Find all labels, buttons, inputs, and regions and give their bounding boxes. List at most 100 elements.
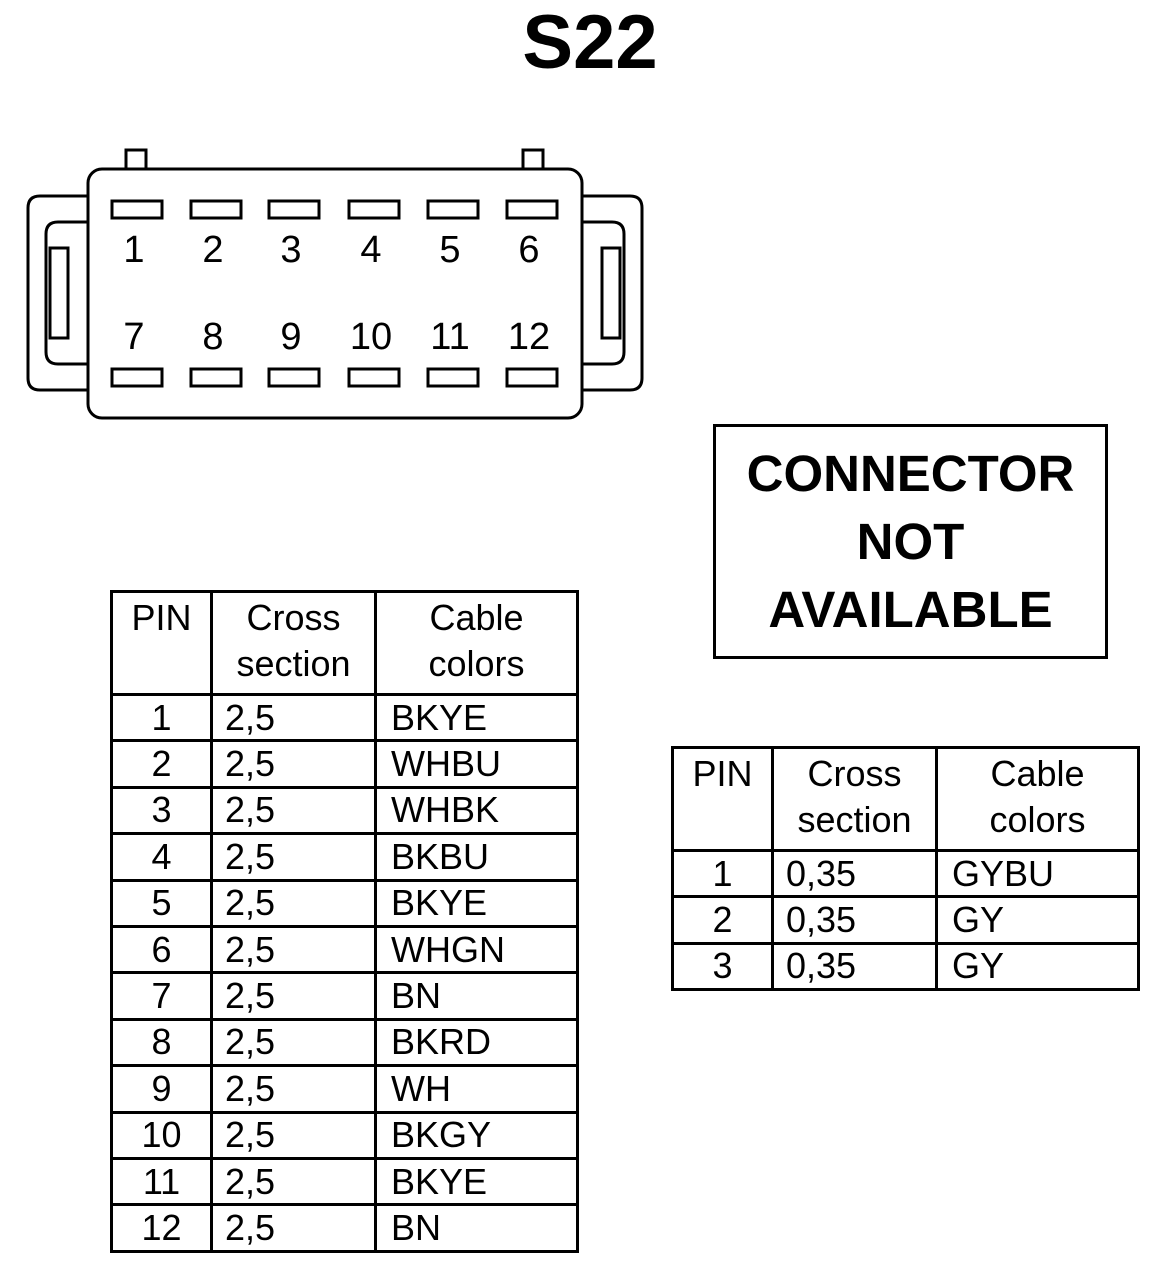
cable-colors-cell: BN xyxy=(374,1203,579,1253)
cable-colors-cell: BN xyxy=(374,971,579,1021)
header-cross-section: Cross section xyxy=(771,746,938,852)
pin-cell: 8 xyxy=(110,1017,213,1068)
cable-colors-cell: WH xyxy=(374,1064,579,1114)
cable-colors-cell: BKRD xyxy=(374,1017,579,1068)
pin-slot xyxy=(110,367,164,388)
pin-slot xyxy=(110,199,164,220)
cross-section-cell: 0,35 xyxy=(771,895,938,945)
cable-colors-cell: WHBU xyxy=(374,739,579,789)
cross-section-cell: 2,5 xyxy=(210,692,377,743)
pin-number-label: 7 xyxy=(123,316,144,358)
pin-slot xyxy=(505,367,559,388)
pin-number-label: 1 xyxy=(123,229,144,271)
cross-section-cell: 2,5 xyxy=(210,971,377,1021)
pin-slot xyxy=(505,199,559,220)
cable-colors-cell: BKYE xyxy=(374,692,579,743)
cross-section-cell: 0,35 xyxy=(771,941,938,992)
cross-section-cell: 2,5 xyxy=(210,739,377,789)
pin-cell: 7 xyxy=(110,971,213,1021)
pin-slot xyxy=(426,367,480,388)
cross-section-cell: 2,5 xyxy=(210,1203,377,1253)
pin-cell: 3 xyxy=(110,785,213,836)
cross-section-cell: 2,5 xyxy=(210,1064,377,1114)
pin-slot xyxy=(189,367,243,388)
cable-colors-cell: BKYE xyxy=(374,878,579,928)
cable-colors-cell: BKBU xyxy=(374,832,579,882)
cross-section-cell: 2,5 xyxy=(210,1156,377,1207)
pin-cell: 1 xyxy=(671,848,774,899)
cable-colors-cell: WHGN xyxy=(374,924,579,975)
pin-slot xyxy=(189,199,243,220)
pin-number-label: 10 xyxy=(350,316,392,358)
connector-latch-left xyxy=(26,194,88,392)
pin-number-label: 5 xyxy=(439,229,460,271)
cross-section-cell: 2,5 xyxy=(210,924,377,975)
pin-slot xyxy=(347,199,401,220)
connector-latch-right xyxy=(582,194,644,392)
header-pin: PIN xyxy=(671,746,774,852)
pin-number-label: 12 xyxy=(508,316,550,358)
connector-not-available-box: CONNECTOR NOT AVAILABLE xyxy=(713,424,1108,659)
connector-body xyxy=(86,167,584,420)
pin-slot xyxy=(267,199,321,220)
pin-cell: 12 xyxy=(110,1203,213,1253)
pin-number-label: 6 xyxy=(518,229,539,271)
pin-number-label: 8 xyxy=(202,316,223,358)
pin-cell: 11 xyxy=(110,1156,213,1207)
header-cable-colors: Cable colors xyxy=(935,746,1140,852)
cross-section-cell: 0,35 xyxy=(771,848,938,899)
cable-colors-cell: GYBU xyxy=(935,848,1140,899)
pin-cell: 6 xyxy=(110,924,213,975)
cross-section-cell: 2,5 xyxy=(210,1110,377,1160)
pin-cell: 2 xyxy=(671,895,774,945)
pin-number-label: 9 xyxy=(280,316,301,358)
table-header-row: PIN Cross section Cable colors xyxy=(110,590,579,696)
pin-cell: 9 xyxy=(110,1064,213,1114)
cable-colors-cell: WHBK xyxy=(374,785,579,836)
pin-number-label: 2 xyxy=(202,229,223,271)
pin-cell: 3 xyxy=(671,941,774,992)
cable-colors-cell: GY xyxy=(935,941,1140,992)
pin-slot xyxy=(426,199,480,220)
cross-section-cell: 2,5 xyxy=(210,878,377,928)
header-cable-colors: Cable colors xyxy=(374,590,579,696)
header-cross-section: Cross section xyxy=(210,590,377,696)
pin-cell: 1 xyxy=(110,692,213,743)
cable-colors-cell: GY xyxy=(935,895,1140,945)
cable-colors-cell: BKYE xyxy=(374,1156,579,1207)
pin-slot xyxy=(347,367,401,388)
cross-section-cell: 2,5 xyxy=(210,832,377,882)
page-title: S22 xyxy=(522,0,658,85)
pin-cell: 2 xyxy=(110,739,213,789)
pin-number-label: 11 xyxy=(430,316,469,358)
cable-colors-cell: BKGY xyxy=(374,1110,579,1160)
cross-section-cell: 2,5 xyxy=(210,1017,377,1068)
connector-not-available-label: CONNECTOR NOT AVAILABLE xyxy=(746,444,1075,638)
pin-number-label: 4 xyxy=(360,229,381,271)
connector-top-tab-left xyxy=(124,148,148,172)
pin-number-label: 3 xyxy=(280,229,301,271)
pin-cell: 5 xyxy=(110,878,213,928)
pin-cell: 4 xyxy=(110,832,213,882)
table-header-row: PIN Cross section Cable colors xyxy=(671,746,1140,852)
cross-section-cell: 2,5 xyxy=(210,785,377,836)
connector-top-tab-right xyxy=(521,148,545,172)
header-pin: PIN xyxy=(110,590,213,696)
